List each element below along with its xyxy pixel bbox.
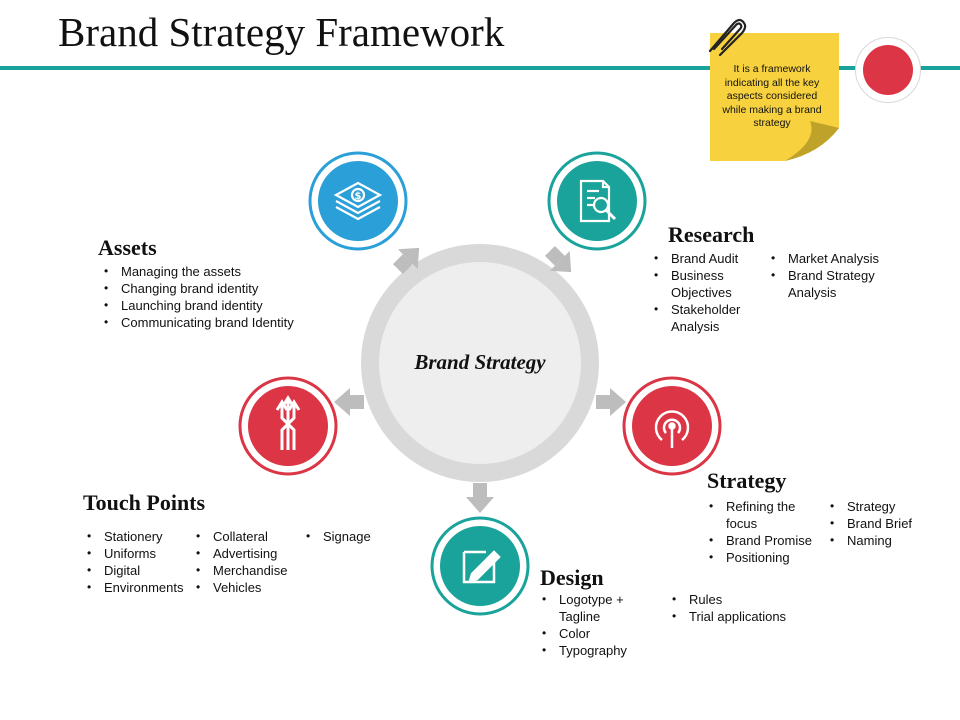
bullet-item: Refining the focus [703,498,828,532]
strategy-list-1: Refining the focusBrand PromisePositioni… [703,498,828,566]
pen-edit-icon [462,550,501,584]
design-list-1: Logotype + TaglineColorTypography [536,591,654,659]
title-underline [0,66,960,70]
center-label: Brand Strategy [414,350,546,374]
bullet-item: Communicating brand Identity [98,314,338,331]
arrow-to-strategy [596,388,626,416]
assets-heading: Assets [98,235,157,260]
research-list-2: Market AnalysisBrand Strategy Analysis [765,250,895,301]
design-node [430,516,530,616]
touch-points-list-2: CollateralAdvertisingMerchandiseVehicles [190,528,305,596]
arrow-to-touch-points [334,388,364,416]
bullet-item: Rules [666,591,816,608]
design-list-2: RulesTrial applications [666,591,816,625]
center-hub [361,244,599,482]
assets-list: Managing the assetsChanging brand identi… [98,263,338,331]
bullet-item: Uniforms [81,545,196,562]
money-stack-icon: $ [333,181,383,221]
touch-points-list-1: StationeryUniformsDigitalEnvironments [81,528,196,596]
touch-points-node [238,376,338,476]
bullet-item: Digital [81,562,196,579]
bullet-item: Stationery [81,528,196,545]
red-circle-decoration [855,37,921,103]
bullet-item: Market Analysis [765,250,895,267]
bullet-item: Brand Strategy Analysis [765,267,895,301]
arrow-to-design [466,483,494,513]
bullet-item: Trial applications [666,608,816,625]
sticky-note-text: It is a framework indicating all the key… [722,63,822,129]
strategy-node [622,376,722,476]
research-heading: Research [668,222,755,247]
target-icon [654,410,690,448]
design-heading: Design [540,565,604,590]
bullet-item: Collateral [190,528,305,545]
bullet-item: Business Objectives [648,267,760,301]
bullet-item: Brand Promise [703,532,828,549]
document-search-icon [579,179,617,223]
bullet-item: Typography [536,642,654,659]
bullet-item: Positioning [703,549,828,566]
research-node [547,151,647,251]
bullet-item: Changing brand identity [98,280,338,297]
strategy-list-2: StrategyBrand BriefNaming [824,498,934,549]
bullet-item: Launching brand identity [98,297,338,314]
bullet-item: Advertising [190,545,305,562]
research-list-1: Brand AuditBusiness ObjectivesStakeholde… [648,250,760,335]
assets-node: $ [308,151,408,251]
bullet-item: Strategy [824,498,934,515]
bullet-item: Merchandise [190,562,305,579]
touch-points-list-3: Signage [300,528,400,545]
bullet-item: Environments [81,579,196,596]
paperclip-icon [708,18,747,57]
bullet-item: Brand Brief [824,515,934,532]
bullet-item: Color [536,625,654,642]
svg-text:$: $ [355,191,362,202]
bullet-item: Logotype + Tagline [536,591,654,625]
bullet-item: Naming [824,532,934,549]
bullet-item: Stakeholder Analysis [648,301,760,335]
touch-points-heading: Touch Points [83,490,206,515]
bullet-item: Signage [300,528,400,545]
bullet-item: Brand Audit [648,250,760,267]
page-title: Brand Strategy Framework [58,9,505,55]
strategy-heading: Strategy [707,468,787,493]
bullet-item: Vehicles [190,579,305,596]
bullet-item: Managing the assets [98,263,338,280]
sticky-note [710,33,839,161]
arrows-merge-icon [275,395,301,450]
